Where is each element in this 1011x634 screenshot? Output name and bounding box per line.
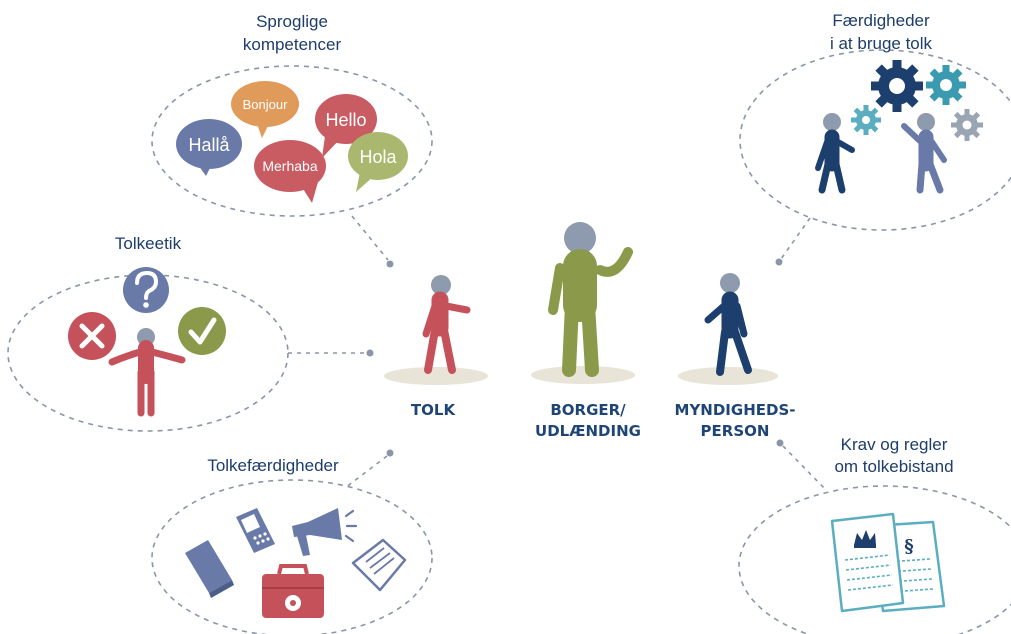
megaphone-icon	[292, 508, 358, 556]
speech-bubble-halla: Hallå	[176, 119, 242, 176]
sproglige-title-line-1: Sproglige	[256, 12, 328, 31]
bubble-text-merhaba: Merhaba	[262, 158, 317, 174]
gear-icon-small-teal	[851, 105, 881, 135]
crown-document-icon	[830, 512, 905, 613]
gear-icon-grey	[951, 109, 983, 141]
tolkefaerdigheder-ellipse	[151, 479, 433, 634]
speech-bubble-bonjour: Bonjour	[231, 81, 299, 138]
gear-icon-teal	[926, 65, 966, 105]
faerdigheder-ellipse	[739, 49, 1011, 231]
notebook-icon	[185, 540, 234, 598]
phone-icon	[236, 508, 275, 553]
tolkeetik-title: Tolkeetik	[115, 234, 182, 253]
svg-text:§: §	[904, 536, 913, 557]
connectors	[288, 215, 827, 491]
toolbox-icon	[262, 564, 324, 618]
check-icon	[178, 307, 226, 355]
question-icon	[123, 267, 169, 313]
borger-label-line-2: UDLÆNDING	[535, 422, 641, 440]
borger-figure	[531, 222, 635, 384]
tolk-figure	[384, 275, 488, 385]
bubble-text-hola: Hola	[359, 147, 397, 167]
sproglige-ellipse	[151, 65, 433, 217]
bubble-text-hello: Hello	[325, 110, 366, 130]
faerdigheder-title-line-2: i at bruge tolk	[830, 34, 933, 53]
krav-title-line-1: Krav og regler	[841, 435, 948, 454]
myndighed-figure	[678, 273, 778, 385]
speech-bubble-merhaba: Merhaba	[254, 140, 326, 203]
gear-icon-large	[871, 60, 923, 112]
ethics-person-figure	[108, 328, 186, 417]
tolk-label: TOLK	[411, 401, 457, 419]
speech-bubble-hello: Hello	[315, 94, 377, 158]
bubble-text-halla: Hallå	[188, 135, 230, 155]
sproglige-title-line-2: kompetencer	[243, 35, 342, 54]
borger-label-line-1: BORGER/	[550, 401, 626, 419]
faerdigheder-title-line-1: Færdigheder	[832, 11, 930, 30]
document-icon	[351, 538, 407, 592]
bubble-text-bonjour: Bonjour	[243, 97, 288, 112]
speech-bubble-hola: Hola	[348, 132, 408, 192]
user-person-left	[815, 113, 855, 194]
user-person-right	[901, 113, 947, 194]
myndighed-label-line-2: PERSON	[701, 422, 770, 440]
cross-icon	[68, 312, 116, 360]
tolkefaerdigheder-title: Tolkefærdigheder	[207, 456, 339, 475]
krav-ellipse	[738, 485, 1011, 634]
myndighed-label-line-1: MYNDIGHEDS-	[675, 401, 796, 419]
krav-title-line-2: om tolkebistand	[834, 457, 953, 476]
